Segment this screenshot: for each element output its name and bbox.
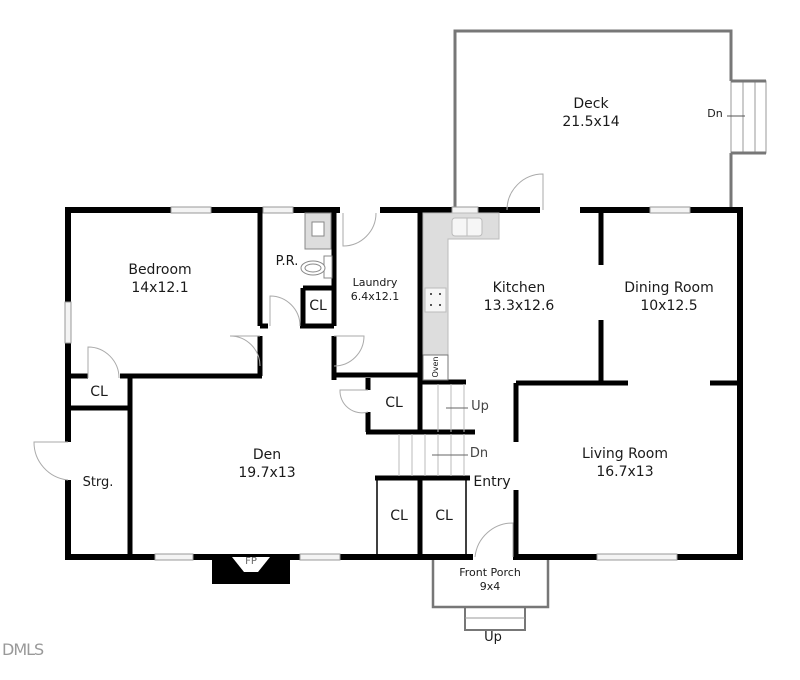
- room-name: Bedroom: [128, 262, 192, 278]
- closet-powder-room: CL: [309, 298, 327, 314]
- room-dims: 9x4: [479, 579, 501, 593]
- deck-stairs: [727, 80, 767, 154]
- fireplace: [212, 557, 290, 584]
- exterior-walls: [65, 207, 743, 560]
- front-porch: [431, 560, 550, 631]
- room-dims: 10x12.5: [640, 297, 698, 314]
- deck-stairs-label: Dn: [707, 107, 723, 120]
- deck-outline: [453, 29, 733, 210]
- room-powder-room: P.R.: [275, 254, 299, 269]
- room-dims: 13.3x12.6: [483, 297, 555, 314]
- room-dims: 16.7x13: [596, 463, 654, 480]
- watermark: DMLS: [2, 640, 44, 659]
- room-name: Living Room: [582, 446, 668, 462]
- room-den: Den 19.7x13: [238, 447, 295, 482]
- room-dims: 6.4x12.1: [350, 289, 400, 303]
- closet-bedroom: CL: [90, 384, 108, 400]
- porch-stairs-up-label: Up: [484, 630, 502, 645]
- room-name: Deck: [573, 96, 609, 112]
- room-name: Laundry: [352, 276, 398, 289]
- interior-stairs: [398, 384, 468, 476]
- powder-room-fixtures: [300, 212, 333, 279]
- oven-label: Oven: [431, 356, 440, 378]
- room-front-porch: Front Porch 9x4: [459, 566, 521, 594]
- room-name: Dining Room: [624, 280, 714, 296]
- room-name: Den: [252, 447, 282, 463]
- room-dims: 21.5x14: [562, 113, 620, 130]
- door-swings: [33, 173, 544, 558]
- room-living-room: Living Room 16.7x13: [582, 446, 668, 481]
- room-deck: Deck 21.5x14: [562, 96, 619, 131]
- room-laundry: Laundry 6.4x12.1: [351, 276, 400, 304]
- stairs-down-label: Dn: [469, 446, 489, 461]
- room-dining-room: Dining Room 10x12.5: [624, 280, 714, 315]
- windows: [64, 206, 691, 561]
- room-dims: 14x12.1: [131, 279, 189, 296]
- room-bedroom: Bedroom 14x12.1: [128, 262, 191, 297]
- fireplace-label: FP: [245, 556, 257, 567]
- room-entry: Entry: [473, 474, 511, 490]
- room-name: Kitchen: [492, 280, 546, 296]
- closet-hall: CL: [385, 395, 403, 411]
- room-dims: 19.7x13: [238, 464, 296, 481]
- room-kitchen: Kitchen 13.3x12.6: [484, 280, 555, 315]
- closet-entry-left: CL: [390, 508, 408, 524]
- interior-walls: [68, 210, 740, 557]
- stairs-up-label: Up: [471, 399, 489, 414]
- room-name: Front Porch: [459, 566, 521, 579]
- room-storage: Strg.: [82, 475, 114, 490]
- closet-entry-right: CL: [435, 508, 453, 524]
